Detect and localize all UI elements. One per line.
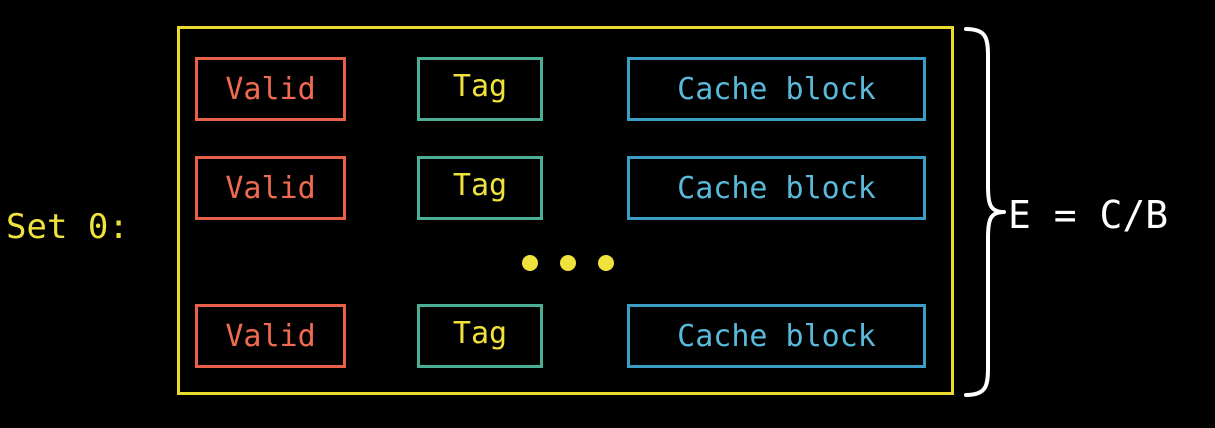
right-curly-brace-icon — [964, 27, 1006, 397]
tag-line-1: Tag — [417, 57, 543, 121]
ellipsis-dot — [560, 255, 576, 271]
valid-bit-line-1: Valid — [195, 57, 346, 121]
tag-line-2: Tag — [417, 156, 543, 220]
cache-block-line-1: Cache block — [627, 57, 926, 121]
cache-block-line-2: Cache block — [627, 156, 926, 220]
ellipsis-dot — [522, 255, 538, 271]
lines-per-set-equation: E = C/B — [1008, 193, 1169, 237]
cache-set-box — [177, 26, 954, 395]
valid-bit-line-2: Valid — [195, 156, 346, 220]
set-label: Set 0: — [6, 207, 129, 247]
valid-bit-line-last: Valid — [195, 304, 346, 368]
ellipsis-dot — [598, 255, 614, 271]
tag-line-last: Tag — [417, 304, 543, 368]
cache-block-line-last: Cache block — [627, 304, 926, 368]
ellipsis-icon — [522, 254, 614, 272]
